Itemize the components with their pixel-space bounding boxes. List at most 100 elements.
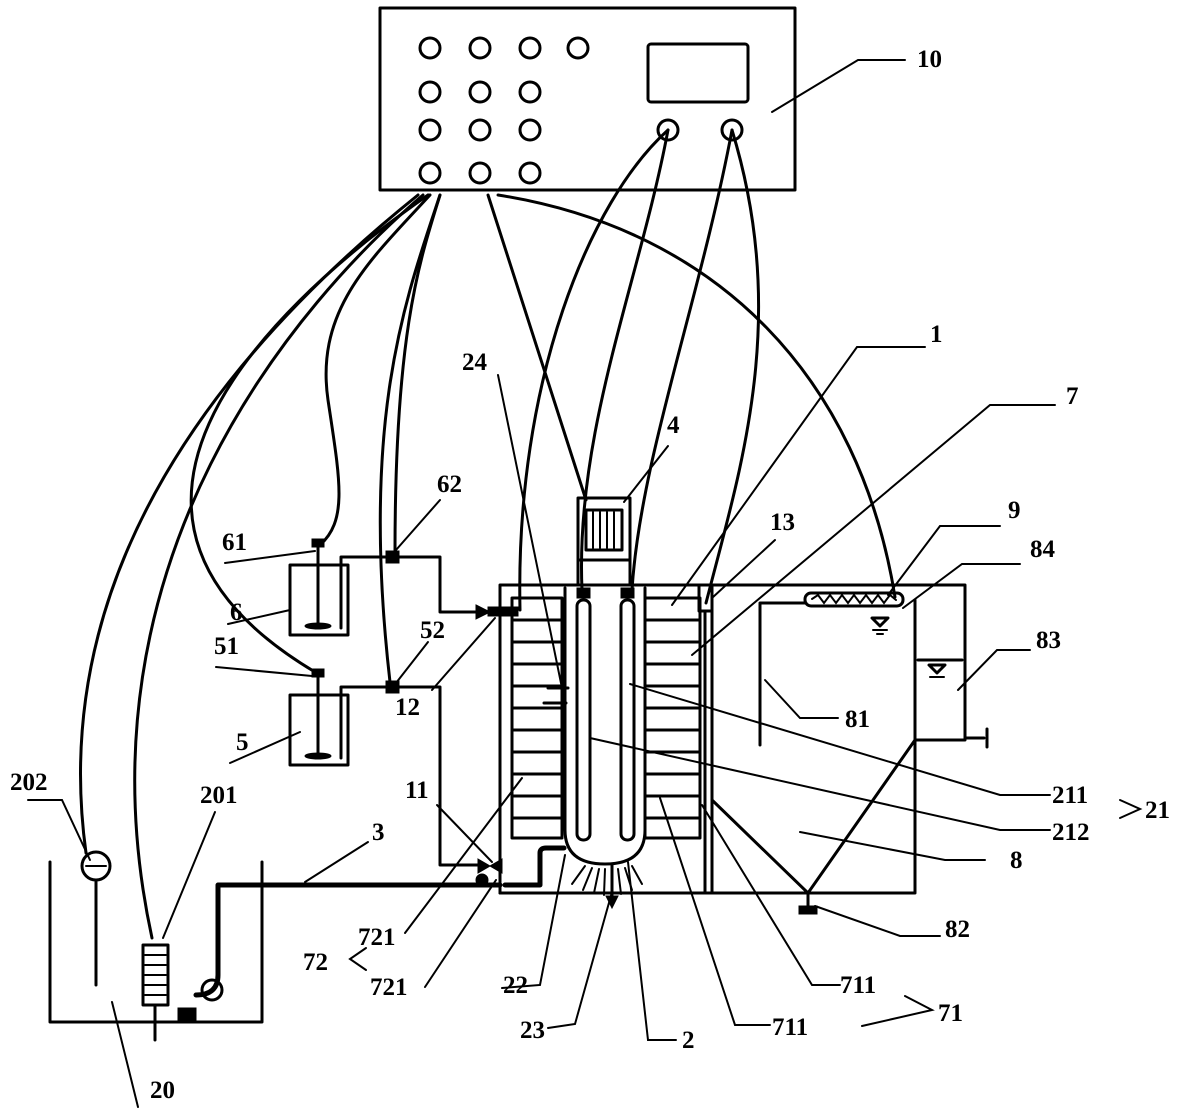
leader-12 bbox=[431, 617, 496, 691]
wire-to-stirrer-61 bbox=[318, 193, 432, 547]
leader-3 bbox=[304, 841, 369, 883]
knob bbox=[468, 80, 492, 104]
bracket-21 bbox=[1119, 799, 1143, 819]
motor-4 bbox=[576, 496, 632, 587]
control-box-frame bbox=[378, 6, 797, 192]
pump-base bbox=[177, 1007, 197, 1023]
leader-211 bbox=[629, 683, 1051, 796]
stirrer-51-motor bbox=[311, 668, 325, 678]
leader-10 bbox=[771, 59, 906, 113]
bubble-ray bbox=[582, 867, 593, 891]
submersible-pump-201 bbox=[141, 943, 197, 1042]
leader-51 bbox=[215, 666, 313, 677]
inlet-arrow bbox=[475, 604, 492, 620]
leader-212 bbox=[589, 737, 1051, 831]
leader-81 bbox=[764, 679, 839, 719]
label-20: 20 bbox=[150, 1077, 175, 1104]
tank-outline-bottom bbox=[498, 598, 917, 895]
leader-7 bbox=[691, 404, 1056, 656]
electrode-212 bbox=[575, 598, 592, 842]
label-7: 7 bbox=[1066, 383, 1079, 410]
label-21: 21 bbox=[1145, 797, 1170, 824]
label-72: 72 bbox=[303, 949, 328, 976]
leader-8 bbox=[799, 831, 986, 861]
bubble-ray bbox=[631, 865, 643, 885]
label-83: 83 bbox=[1036, 627, 1061, 654]
label-1: 1 bbox=[930, 321, 943, 348]
bubble-ray bbox=[603, 868, 606, 896]
label-62: 62 bbox=[437, 471, 462, 498]
stirrer-61-motor bbox=[311, 538, 325, 548]
inlet-12 bbox=[487, 606, 519, 617]
leader-23 bbox=[547, 891, 613, 1029]
knob bbox=[418, 161, 442, 185]
stirrer-51-paddle bbox=[304, 752, 332, 760]
label-6: 6 bbox=[230, 599, 243, 626]
control-knobs bbox=[418, 36, 744, 185]
wire-electrode-a bbox=[518, 128, 670, 612]
valve-body bbox=[475, 873, 489, 887]
leader-13 bbox=[711, 539, 776, 599]
wire-to-pump-52 bbox=[378, 193, 442, 684]
wire-to-pump-62 bbox=[393, 193, 442, 554]
label-4: 4 bbox=[667, 412, 680, 439]
plate-stack-71 bbox=[643, 596, 702, 840]
reactor-2 bbox=[502, 586, 647, 910]
wire-to-motor-4 bbox=[486, 193, 588, 502]
leader-5 bbox=[229, 731, 301, 764]
plate-stack-72 bbox=[510, 596, 564, 840]
label-71: 71 bbox=[938, 1000, 963, 1027]
label-52: 52 bbox=[420, 617, 445, 644]
plate-stack-72-frame bbox=[510, 596, 564, 840]
label-10: 10 bbox=[917, 46, 942, 73]
label-51: 51 bbox=[214, 633, 239, 660]
wires bbox=[79, 128, 897, 940]
bubble-ray bbox=[617, 868, 622, 895]
level-triangle bbox=[870, 616, 890, 628]
leader-711b bbox=[659, 797, 771, 1026]
leader-201 bbox=[162, 811, 216, 939]
label-8: 8 bbox=[1010, 847, 1023, 874]
leader-22 bbox=[501, 854, 566, 989]
label-82: 82 bbox=[945, 916, 970, 943]
label-721a: 721 bbox=[358, 924, 396, 951]
electrode-terminal bbox=[720, 118, 744, 142]
pipe-3 bbox=[193, 882, 503, 998]
display-screen bbox=[646, 42, 750, 104]
pipe-3-elbow bbox=[200, 978, 224, 1002]
label-5: 5 bbox=[236, 729, 249, 756]
leader-62 bbox=[395, 499, 441, 551]
label-23: 23 bbox=[520, 1017, 545, 1044]
leader-202 bbox=[27, 799, 91, 861]
labels: 10 1 24 4 7 62 13 9 84 61 6 83 51 52 12 … bbox=[10, 46, 1170, 1104]
drain-valve bbox=[798, 905, 818, 915]
tank-outline-top bbox=[498, 583, 967, 895]
bubble-ray bbox=[571, 865, 586, 885]
dosing-line-6 bbox=[339, 555, 480, 614]
label-2: 2 bbox=[682, 1027, 695, 1054]
leader-61 bbox=[224, 550, 316, 564]
plate-stack-71-frame bbox=[643, 596, 702, 840]
heater-coil bbox=[811, 593, 897, 605]
leader-83 bbox=[957, 649, 1031, 691]
label-12: 12 bbox=[395, 694, 420, 721]
bubble-ray bbox=[593, 868, 600, 894]
knob bbox=[418, 36, 442, 60]
label-11: 11 bbox=[405, 777, 429, 804]
heater-9 bbox=[803, 591, 905, 608]
control-box bbox=[378, 6, 797, 192]
label-202: 202 bbox=[10, 769, 48, 796]
leader-6 bbox=[227, 609, 291, 625]
knob bbox=[518, 161, 542, 185]
leader-1 bbox=[671, 346, 926, 606]
knob bbox=[468, 118, 492, 142]
leader-4 bbox=[623, 445, 669, 503]
baffle-81 bbox=[758, 601, 807, 747]
knob bbox=[518, 80, 542, 104]
leader-721b bbox=[424, 879, 497, 988]
leader-711a bbox=[701, 804, 841, 986]
label-711b: 711 bbox=[772, 1014, 808, 1041]
label-211: 211 bbox=[1052, 782, 1088, 809]
label-201: 201 bbox=[200, 782, 238, 809]
